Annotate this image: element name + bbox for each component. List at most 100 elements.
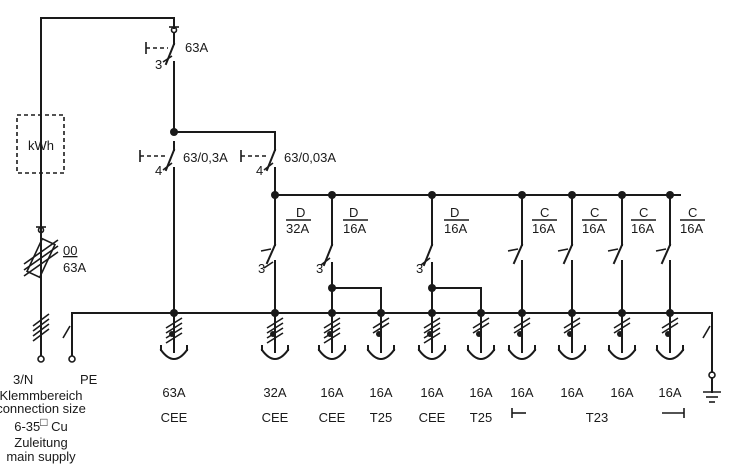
outlet-10-socket-cup [655,348,685,360]
mcb-1-blade [265,243,277,265]
outlet-1-cable-mark-0 [165,317,183,329]
mcb-6-trip [607,248,619,252]
outlet-1-cable-mark-3 [165,332,183,344]
outlet-4-mark-dot [376,331,382,337]
outlet-10-cable-mark-1 [661,322,679,334]
main-switch-rating: 63A [185,40,208,55]
rcd-2-poles: 4 [256,163,263,178]
note-line-4: Zuleitung [14,435,67,450]
outlet-2-type: CEE [262,410,289,425]
outlet-8-cable-mark-1 [563,322,581,334]
mcb-5-rating: 16A [582,221,605,236]
outlet-9-cable-mark-1 [613,322,631,334]
fuse-rating: 63A [63,260,86,275]
supply-terminals: 3/N PE Klemmbereich connection size 6-35… [0,312,98,464]
note-line-2: connection size [0,401,86,416]
outlet-4-rating: 16A [369,385,392,400]
branch-circuits [159,191,685,360]
sub-switch-1-tick [263,261,274,269]
outlet-8-cable-mark-0 [563,317,581,329]
outlet-3-socket-cup [317,348,347,360]
busbars [71,128,713,314]
mcb-7-char: C [688,205,697,220]
mcb-7-trip [655,248,667,252]
mcb-1-char: D [296,205,305,220]
outlet-6-type: T25 [470,410,492,425]
outlet-5-junction [428,309,436,317]
sub-switch-2-tick [320,257,331,266]
outlet-7-socket-cup [507,348,537,360]
outlet-8-rating: 16A [560,385,583,400]
fuse-type: 00 [63,243,77,258]
outlet-7-cable-mark-0 [513,317,531,329]
rcd-1-poles: 4 [155,163,162,178]
outlet-4-cable-mark-1 [372,322,390,334]
outlet-4-type: T25 [370,410,392,425]
outlet-3-junction [328,309,336,317]
outlet-4-cable-mark-0 [372,317,390,329]
outlet-2-cable-mark-0 [266,317,284,329]
outlet-8-socket-cup [557,348,587,360]
earth-terminal [702,312,721,403]
outlet-5-cable-mark-3 [423,332,441,344]
outlet-3-cable-mark-0 [323,317,341,329]
meter-label: kWh [28,138,54,153]
outlet-3-cable-mark-3 [323,332,341,344]
mcb-4-char: C [540,205,549,220]
mcb-6-char: C [639,205,648,220]
mcb-4-trip [507,248,519,252]
outlet-2-mark-dot [270,331,276,337]
mcb-7-blade [660,243,672,265]
outlet-10-junction [666,309,674,317]
outlet-2-cable-mark-1 [266,322,284,334]
t23-bracket: T23 [511,408,685,425]
main-switch-poles: 3 [155,57,162,72]
mcb-3-char: D [450,205,459,220]
outlet-5-type: CEE [419,410,446,425]
outlet-5-cable-mark-1 [423,322,441,334]
main-fuse: 00 63A [23,237,86,279]
outlet-7-cable-mark-1 [513,322,531,334]
outlet-8-junction [568,309,576,317]
outlet-10-mark-dot [665,331,671,337]
mcb-labels: D 32A D 16A D 16A C 16A C 16A C 16A C 16… [286,205,705,236]
mcb-1-trip [260,248,272,252]
outlet-2-rating: 32A [263,385,286,400]
outlet-7-rating: 16A [510,385,533,400]
outlet-1-cable-mark-1 [165,322,183,334]
sub-switch-3-poles: 3 [416,261,423,276]
rcd-1-rating: 63/0,3A [183,150,228,165]
outlet-9-cable-mark-0 [613,317,631,329]
outlet-2-junction [271,309,279,317]
outlet-3-cable-mark-1 [323,322,341,334]
outlet-8-mark-dot [567,331,573,337]
outlet-4-socket-cup [366,348,396,360]
outlet-7-junction [518,309,526,317]
outlet-10-cable-mark-0 [661,317,679,329]
mcb-2-rating: 16A [343,221,366,236]
note-line-5: main supply [6,449,76,464]
outlet-2-cable-mark-3 [266,332,284,344]
outlet-6-cable-mark-1 [472,322,490,334]
sub-switch-labels: 3 3 3 [258,261,423,276]
outlet-5-cable-mark-0 [423,317,441,329]
mcb-3-rating: 16A [444,221,467,236]
terminal-n: 3/N [13,372,33,387]
outlet-6-mark-dot [476,331,482,337]
outlet-6-socket-cup [466,348,496,360]
outlet-3-mark-dot [327,331,333,337]
mcb-1-rating: 32A [286,221,309,236]
rcd-2-rating: 63/0,03A [284,150,336,165]
mcb-5-char: C [590,205,599,220]
outlet-10-rating: 16A [658,385,681,400]
cable-marker [32,313,50,342]
outlet-5-rating: 16A [420,385,443,400]
sub-switch-3-tick [420,257,431,266]
outlet-6-rating: 16A [469,385,492,400]
outlet-6-cable-mark-0 [472,317,490,329]
outlet-1-rating: 63A [162,385,185,400]
mcb-4-blade [512,243,524,265]
outlet-5-mark-dot [427,331,433,337]
mcb-5-blade [562,243,574,265]
